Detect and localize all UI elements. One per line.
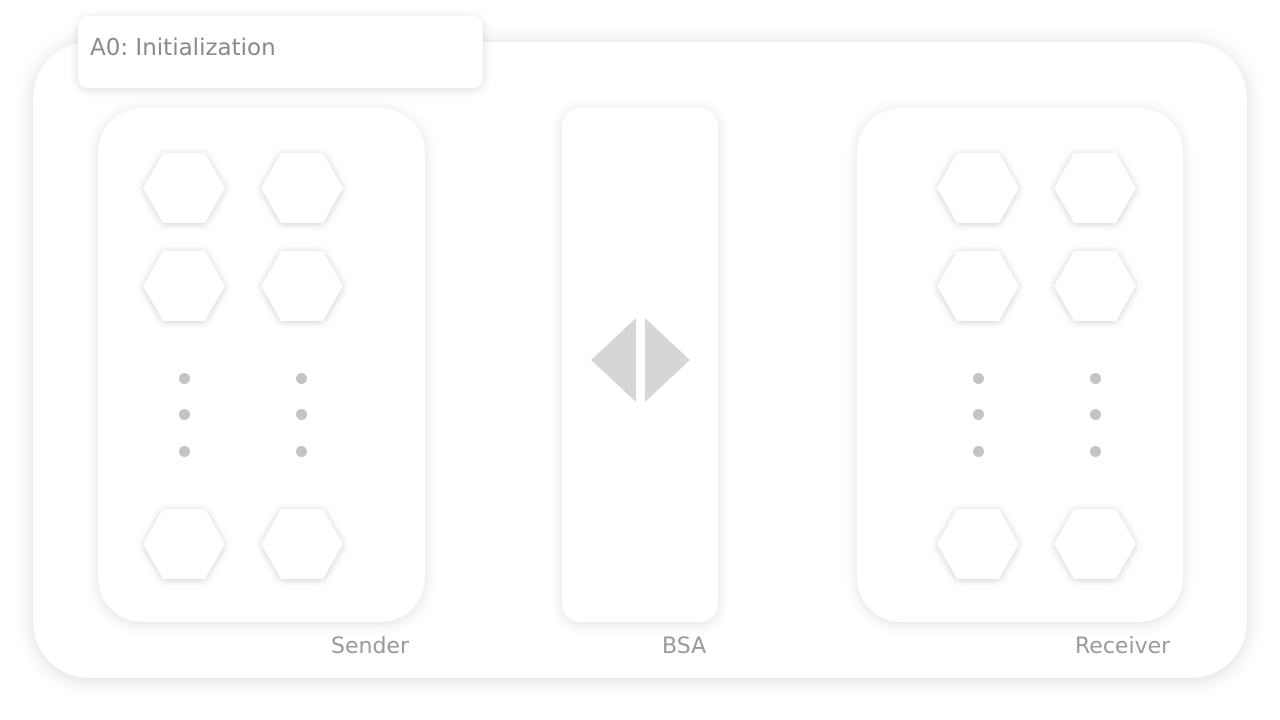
receiver-ellipsis-dot xyxy=(1090,373,1101,384)
sender-ellipsis-dot xyxy=(296,373,307,384)
left-triangle-icon xyxy=(591,318,636,402)
bsa-panel xyxy=(562,108,718,622)
sender-node-hexagon-icon xyxy=(260,250,344,322)
receiver-ellipsis-dot xyxy=(1090,409,1101,420)
receiver-ellipsis-dot xyxy=(973,409,984,420)
receiver-node-hexagon-icon xyxy=(936,250,1020,322)
sender-node-hexagon-icon xyxy=(142,152,226,224)
receiver-ellipsis-dot xyxy=(973,373,984,384)
sender-label: Sender xyxy=(331,634,409,659)
sender-ellipsis-dot xyxy=(179,409,190,420)
title-box: A0: Initialization xyxy=(78,16,483,88)
receiver-node-hexagon-icon xyxy=(1053,250,1137,322)
receiver-node-hexagon-icon xyxy=(1053,508,1137,580)
receiver-ellipsis-dot xyxy=(1090,446,1101,457)
bsa-label: BSA xyxy=(662,634,707,659)
receiver-node-hexagon-icon xyxy=(1053,152,1137,224)
diagram-title: A0: Initialization xyxy=(90,35,276,61)
receiver-label: Receiver xyxy=(1075,634,1171,659)
sender-node-hexagon-icon xyxy=(142,250,226,322)
sender-ellipsis-dot xyxy=(296,446,307,457)
sender-ellipsis-dot xyxy=(179,446,190,457)
receiver-node-hexagon-icon xyxy=(936,508,1020,580)
sender-node-hexagon-icon xyxy=(260,152,344,224)
receiver-node-hexagon-icon xyxy=(936,152,1020,224)
sender-node-hexagon-icon xyxy=(142,508,226,580)
sender-node-hexagon-icon xyxy=(260,508,344,580)
right-triangle-icon xyxy=(645,318,690,402)
receiver-ellipsis-dot xyxy=(973,446,984,457)
sender-ellipsis-dot xyxy=(179,373,190,384)
sender-ellipsis-dot xyxy=(296,409,307,420)
bidirectional-triangle-icon xyxy=(588,316,692,406)
